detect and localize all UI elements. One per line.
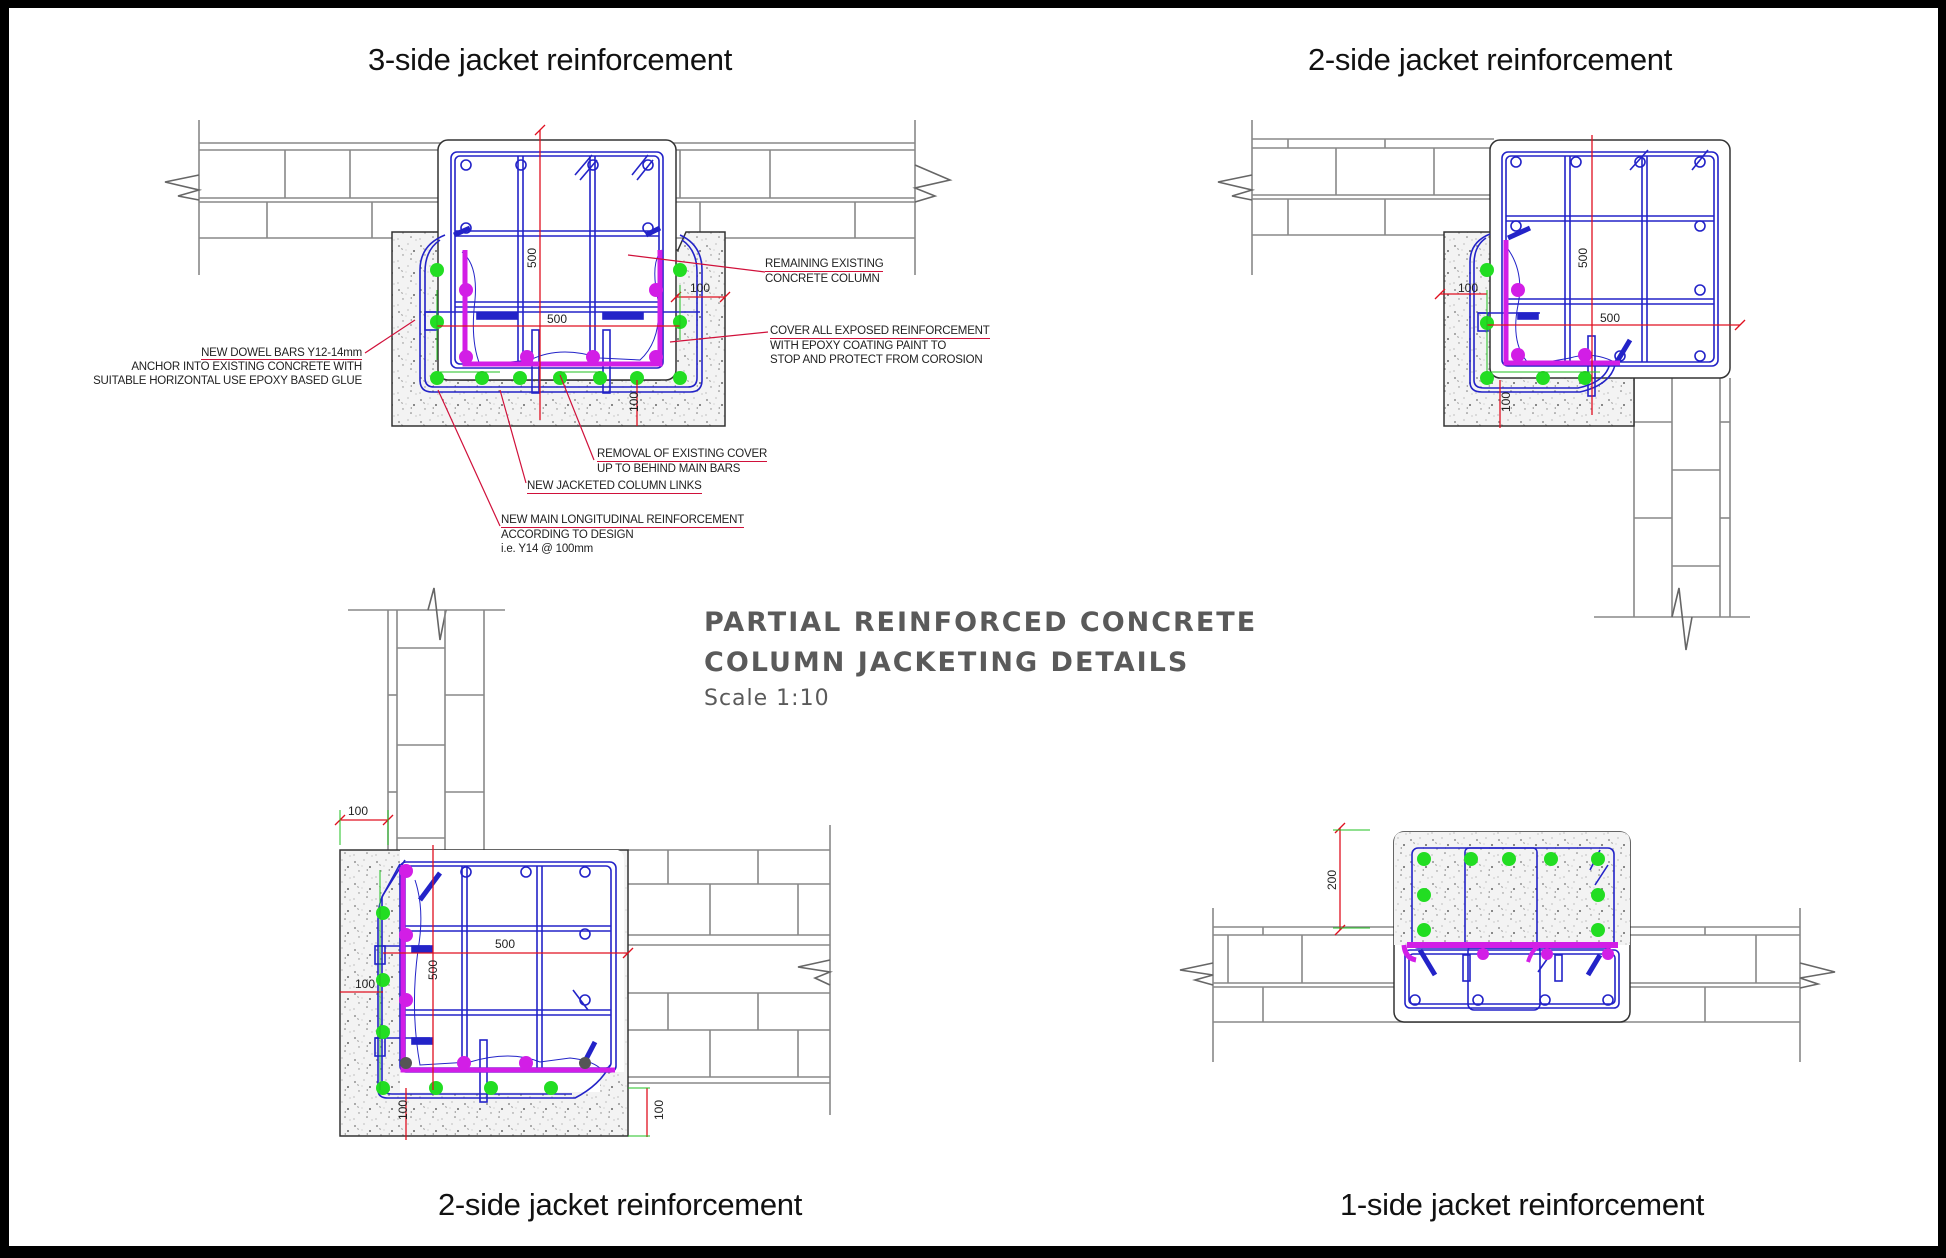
dim-side-100: 100 xyxy=(1458,281,1478,295)
dim-side-100: 100 xyxy=(355,977,375,991)
dim-top-100: 100 xyxy=(348,804,368,818)
dimension-lines xyxy=(1334,822,1346,936)
existing-column xyxy=(1489,139,1731,379)
note-leaders xyxy=(364,254,769,527)
drawing-title-block: PARTIAL REINFORCED CONCRETE COLUMN JACKE… xyxy=(704,603,1257,715)
view-one-side-drawing: 200 xyxy=(1179,822,1836,1062)
note-remaining-existing-column: REMAINING EXISTING CONCRETE COLUMN xyxy=(765,258,884,285)
drawing-title-line-1: PARTIAL REINFORCED CONCRETE xyxy=(704,607,1258,638)
new-jacket-links xyxy=(1469,225,1633,397)
new-longitudinal-bars xyxy=(1480,263,1592,385)
dim-bottom-100: 100 xyxy=(396,1100,410,1120)
brick-wall xyxy=(348,587,834,1115)
new-longitudinal-bars xyxy=(1417,852,1605,937)
drawing-title-line-2: COLUMN JACKETING DETAILS xyxy=(704,647,1190,678)
new-jacket-links xyxy=(419,225,703,394)
dimension-lines xyxy=(1434,135,1746,428)
existing-rebar-cage xyxy=(1404,944,1620,1011)
extension-lines xyxy=(1333,829,1370,929)
view-title-two-side-top: 2-side jacket reinforcement xyxy=(1307,42,1673,77)
note-cover-exposed-reinforcement: COVER ALL EXPOSED REINFORCEMENT WITH EPO… xyxy=(770,325,990,366)
brick-wall xyxy=(1217,120,1750,651)
note-new-jacketed-links: NEW JACKETED COLUMN LINKS xyxy=(527,480,702,494)
note-new-dowel-bars: NEW DOWEL BARS Y12-14mm ANCHOR INTO EXIS… xyxy=(93,347,362,387)
view-two-side-top-drawing: 500 500 100 100 xyxy=(1217,120,1750,651)
existing-rebar-cage xyxy=(399,861,617,1073)
dim-height-500: 500 xyxy=(1576,248,1590,268)
extension-lines xyxy=(1486,290,1600,373)
view-title-two-side-bottom: 2-side jacket reinforcement xyxy=(437,1187,803,1222)
existing-rebar-cage xyxy=(450,151,664,369)
dim-width-500: 500 xyxy=(495,937,515,951)
dim-height-500: 500 xyxy=(525,248,539,268)
dimension-lines xyxy=(437,124,731,426)
concrete-jacket xyxy=(1394,832,1630,945)
dim-width-500: 500 xyxy=(547,312,567,326)
dim-bottom-100: 100 xyxy=(627,392,641,412)
view-three-side-drawing: 500 500 100 100 xyxy=(164,120,953,527)
new-reinforcement-epoxy xyxy=(1503,240,1620,366)
view-title-one-side: 1-side jacket reinforcement xyxy=(1339,1187,1705,1222)
drawing-scale: Scale 1:10 xyxy=(704,686,830,711)
dim-bottom-right-100: 100 xyxy=(652,1100,666,1120)
dim-bottom-100: 100 xyxy=(1499,392,1513,412)
note-new-main-longitudinal: NEW MAIN LONGITUDINAL REINFORCEMENT ACCO… xyxy=(501,514,745,555)
dim-height-500: 500 xyxy=(426,960,440,980)
new-reinforcement-epoxy xyxy=(399,864,615,1073)
dim-width-500: 500 xyxy=(1600,311,1620,325)
extension-lines xyxy=(436,285,681,373)
view-two-side-bottom-drawing: 100 100 500 500 100 100 xyxy=(334,587,834,1140)
new-reinforcement-epoxy xyxy=(1401,942,1618,963)
note-removal-existing-cover: REMOVAL OF EXISTING COVER UP TO BEHIND M… xyxy=(597,448,768,475)
dim-depth-200: 200 xyxy=(1325,870,1339,890)
view-title-three-side: 3-side jacket reinforcement xyxy=(367,42,733,77)
extension-lines xyxy=(339,810,650,1137)
dim-side-100: 100 xyxy=(690,281,710,295)
new-reinforcement-epoxy xyxy=(459,250,663,367)
